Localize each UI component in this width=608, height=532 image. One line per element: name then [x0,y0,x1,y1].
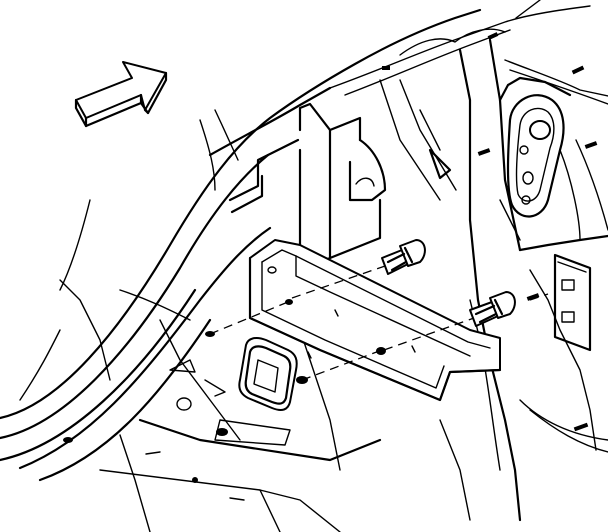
body-plug-icon [238,336,298,411]
mounting-bracket [248,239,502,402]
upper-bolt-icon [291,239,426,299]
direction-arrow-icon [74,61,168,128]
right-panel-cutout [506,94,592,352]
lower-bolt-icon [383,291,516,351]
slot-marks [382,32,598,432]
fastener-paths [205,293,549,384]
